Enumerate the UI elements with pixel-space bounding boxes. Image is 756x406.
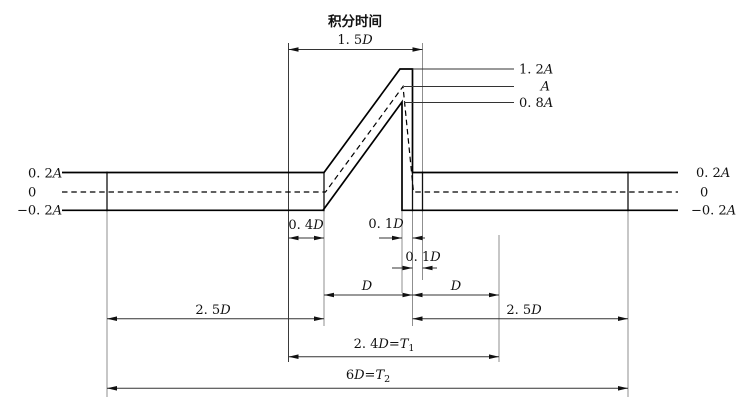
label-0-4d: 0. 4D	[288, 218, 324, 233]
label-1-2a: 1. 2A	[519, 63, 553, 78]
label-right-0-2a: 0. 2A	[696, 166, 730, 181]
label-d-left: D	[361, 279, 373, 294]
label-2-5d-left: 2. 5D	[195, 303, 231, 318]
label-d-right: D	[450, 279, 462, 294]
label-0-1d-fall: 0. 1D	[368, 217, 404, 232]
label-t1: 2. 4D=T1	[354, 337, 415, 354]
label-right-zero: 0	[700, 186, 708, 201]
integration-time-title: 积分时间	[328, 13, 382, 30]
upper-tolerance-line	[62, 68, 678, 174]
label-t2: 6D=T2	[346, 368, 390, 385]
label-left-neg-0-2a: −0. 2A	[17, 204, 62, 219]
label-a: A	[540, 80, 550, 95]
label-left-0-2a: 0. 2A	[28, 167, 62, 182]
label-2-5d-right: 2. 5D	[506, 303, 542, 318]
label-0-1d-post: 0. 1D	[405, 250, 441, 265]
label-left-zero: 0	[28, 186, 36, 201]
waveform	[62, 68, 678, 212]
label-right-neg-0-2a: −0. 2A	[691, 204, 736, 219]
label-1-5d: 1. 5D	[337, 33, 373, 48]
lower-tolerance-line	[62, 99, 678, 212]
nominal-signal-dashed-line	[62, 84, 678, 193]
leader-lines	[404, 68, 514, 103]
label-0-8a: 0. 8A	[519, 96, 553, 111]
